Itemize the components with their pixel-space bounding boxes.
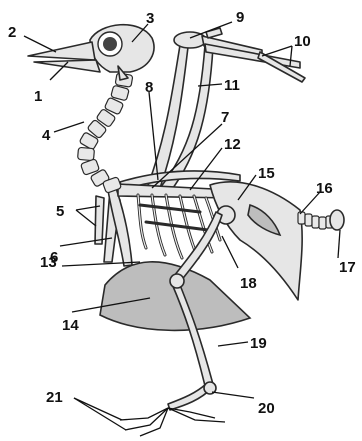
sternum-keel	[100, 262, 250, 331]
label-12: 12	[224, 136, 241, 153]
label-17: 17	[339, 259, 356, 276]
label-3: 3	[146, 10, 154, 27]
label-8: 8	[145, 79, 153, 96]
label-18: 18	[240, 275, 257, 292]
label-15: 15	[258, 165, 275, 182]
label-11: 11	[224, 77, 240, 94]
label-13: 13	[40, 254, 57, 271]
neck-vertebrae	[78, 73, 133, 194]
label-10: 10	[294, 33, 311, 50]
label-16: 16	[316, 180, 333, 197]
label-9: 9	[236, 9, 244, 26]
label-2: 2	[8, 24, 16, 41]
upper-beak	[28, 42, 95, 60]
label-19: 19	[250, 335, 267, 352]
label-1: 1	[34, 88, 42, 105]
label-4: 4	[42, 127, 51, 144]
toes	[120, 408, 225, 436]
label-5: 5	[56, 203, 64, 220]
pygostyle	[330, 210, 344, 230]
label-20: 20	[258, 400, 275, 417]
lower-beak	[34, 60, 100, 72]
skull	[28, 25, 154, 80]
tail-vertebrae	[298, 210, 344, 230]
label-21: 21	[46, 389, 63, 406]
label-7: 7	[221, 109, 229, 126]
label-14: 14	[62, 317, 79, 334]
